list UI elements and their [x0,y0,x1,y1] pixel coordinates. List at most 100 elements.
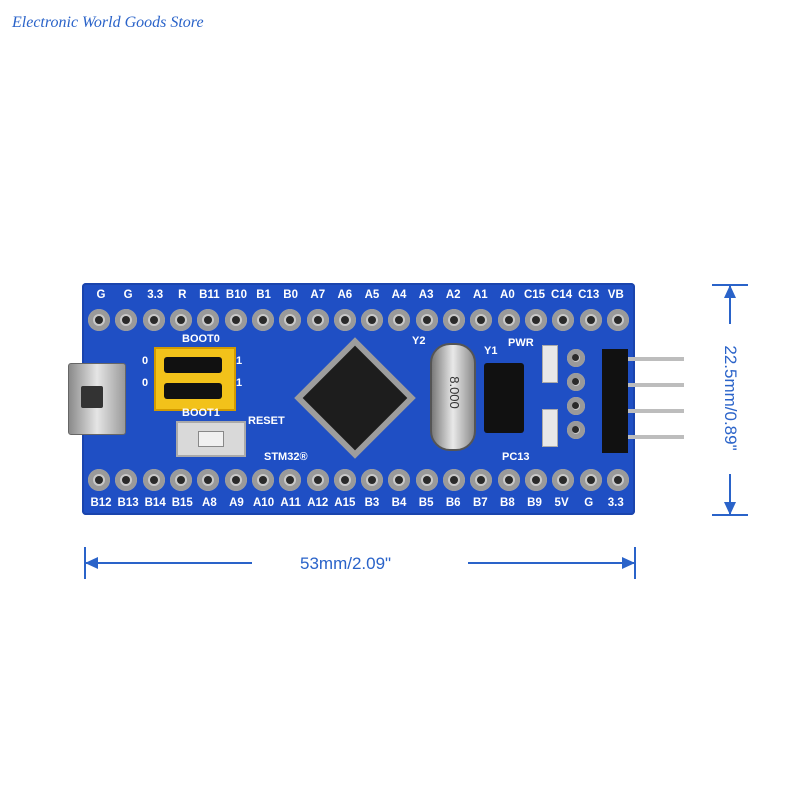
pin-pad [115,469,138,491]
top-pin-label: VB [607,289,624,301]
bottom-pin-label: B5 [418,497,434,509]
reset-label: RESET [248,415,285,427]
jumper-0-bottom: 0 [142,377,149,389]
y1-label: Y1 [484,345,498,357]
header-pin [628,409,684,413]
pin-pad [224,309,247,331]
boot0-label: BOOT0 [182,333,220,345]
swd-pad [567,349,585,367]
header-pin [628,357,684,361]
pin-pad [169,469,192,491]
bottom-pin-label: A8 [202,497,217,509]
bottom-pin-label: B13 [117,497,139,509]
pin-pad [142,469,165,491]
boot1-label: BOOT1 [182,407,220,419]
top-pin-label: C14 [551,289,573,301]
pin-pad [142,309,165,331]
jumper-1-bottom: 1 [236,377,243,389]
top-pin-label: B0 [283,289,298,301]
top-pin-label: A2 [445,289,461,301]
pin-pad [279,309,302,331]
swd-pads [567,349,585,445]
pin-pad [306,469,329,491]
bottom-pin-label: B12 [90,497,112,509]
pin-pad [306,309,329,331]
pin-pad [552,469,575,491]
pin-pad [224,469,247,491]
pin-pad [606,309,629,331]
pin-pad [197,469,220,491]
reset-button [176,421,246,457]
pin-pad [497,469,520,491]
pin-pad [606,469,629,491]
pwr-label: PWR [508,337,534,349]
pin-pad [415,309,438,331]
pin-pad [361,469,384,491]
top-pin-label: A1 [472,289,488,301]
bottom-pin-label: A10 [253,497,275,509]
top-pin-label: A5 [364,289,380,301]
swd-pad [567,373,585,391]
bottom-pin-label: 5V [554,497,569,509]
bottom-pin-label: B14 [144,497,166,509]
pin-pad [333,469,356,491]
width-dimension [84,547,636,579]
stm32-label: STM32® [264,451,308,463]
swd-header [602,349,628,453]
pin-pad [470,469,493,491]
pin-pad [470,309,493,331]
jumper-cap-bottom [164,383,222,399]
pin-pad [197,309,220,331]
bottom-pin-label: A12 [307,497,329,509]
pin-pad [388,469,411,491]
crystal-y2: 8.000 [430,343,476,451]
bottom-pin-label: 3.3 [607,497,624,509]
bottom-pin-label: A11 [280,497,301,509]
bottom-pin-row [82,469,635,491]
bottom-pin-label: A9 [229,497,244,509]
micro-usb-port [68,363,126,435]
top-pin-row [82,309,635,331]
pin-pad [115,309,138,331]
bottom-pin-label: B7 [472,497,488,509]
top-pin-label: A0 [500,289,515,301]
bottom-pin-label: B9 [527,497,542,509]
bottom-pin-label: A15 [334,497,356,509]
pwr-led [542,345,558,383]
crystal-y1 [484,363,524,433]
header-pin [628,383,684,387]
y2-label: Y2 [412,335,426,347]
top-pin-label: A6 [337,289,353,301]
boot-jumper [154,347,236,411]
bottom-pin-label: B15 [171,497,193,509]
pc13-label: PC13 [502,451,530,463]
crystal-frequency: 8.000 [446,376,462,409]
height-dimension [712,284,748,516]
pin-pad [497,309,520,331]
top-pin-label: A7 [310,289,326,301]
top-pin-label: C13 [578,289,600,301]
pin-pad [169,309,192,331]
top-pin-label: G [123,289,133,301]
top-pin-label: B1 [256,289,271,301]
pin-pad [579,469,602,491]
bottom-pin-label: B4 [391,497,407,509]
pin-pad [388,309,411,331]
pin-pad [251,309,274,331]
pin-pad [88,309,110,331]
pc13-led [542,409,558,447]
pin-pad [552,309,575,331]
pin-pad [415,469,438,491]
pin-pad [443,309,466,331]
pin-pad [361,309,384,331]
pin-pad [333,309,356,331]
bottom-pin-label: G [584,497,594,509]
bottom-pin-label: B6 [445,497,461,509]
pin-pad [443,469,466,491]
pin-pad [251,469,274,491]
pin-pad [279,469,302,491]
width-dimension-label: 53mm/2.09" [300,554,392,573]
top-pin-label: C15 [523,289,546,301]
